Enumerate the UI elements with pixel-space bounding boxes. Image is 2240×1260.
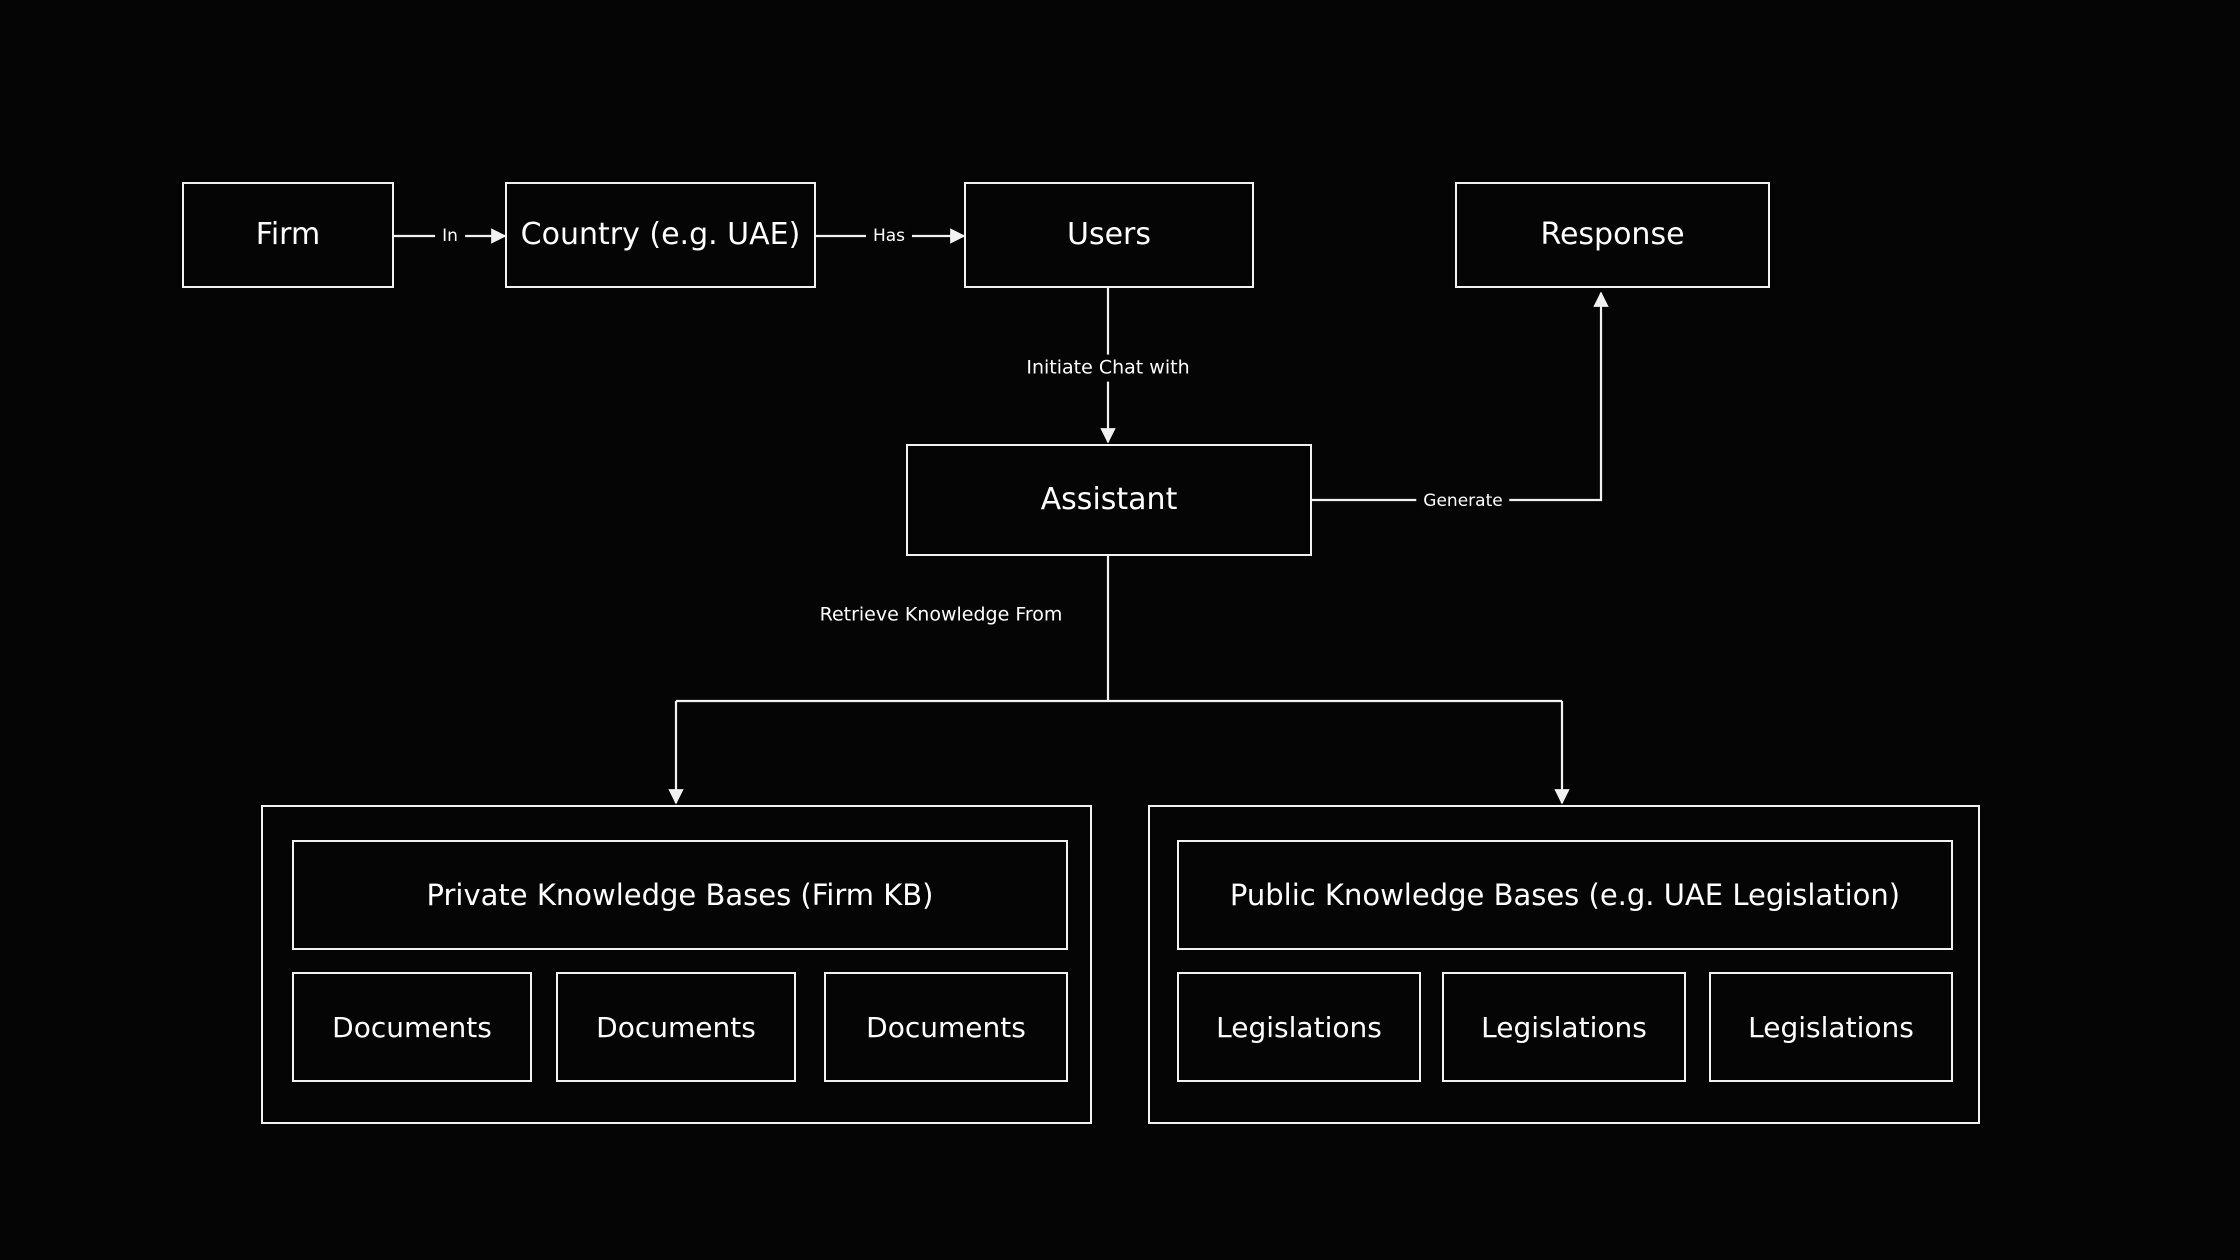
edge-label-retrieve-knowledge-from: Retrieve Knowledge From bbox=[812, 601, 1070, 629]
node-private-kb-item-0[interactable]: Documents bbox=[292, 972, 532, 1082]
node-private-kb-item-1-label: Documents bbox=[596, 1010, 756, 1044]
node-public-kb-item-1[interactable]: Legislations bbox=[1442, 972, 1686, 1082]
edge-label-generate: Generate bbox=[1416, 488, 1510, 514]
edge-label-has: Has bbox=[865, 223, 913, 249]
edge-label-has-text: Has bbox=[872, 225, 906, 246]
edge-label-generate-text: Generate bbox=[1423, 490, 1503, 511]
edge-label-initiate-chat-with-text: Initiate Chat with bbox=[1026, 356, 1190, 379]
node-public-kb-item-0-label: Legislations bbox=[1216, 1010, 1382, 1044]
edge-label-in: In bbox=[435, 223, 465, 249]
node-assistant-label: Assistant bbox=[1040, 481, 1178, 517]
node-private-kb-item-2-label: Documents bbox=[866, 1010, 1026, 1044]
node-public-kb-item-1-label: Legislations bbox=[1481, 1010, 1647, 1044]
node-country[interactable]: Country (e.g. UAE) bbox=[505, 182, 816, 288]
node-public-kb-header-label: Public Knowledge Bases (e.g. UAE Legisla… bbox=[1229, 878, 1901, 912]
node-country-label: Country (e.g. UAE) bbox=[520, 216, 801, 252]
node-public-kb-item-2-label: Legislations bbox=[1748, 1010, 1914, 1044]
node-private-kb-header-label: Private Knowledge Bases (Firm KB) bbox=[426, 878, 934, 912]
edge-label-in-text: In bbox=[442, 225, 458, 246]
node-private-kb-item-1[interactable]: Documents bbox=[556, 972, 796, 1082]
node-private-kb-item-0-label: Documents bbox=[332, 1010, 492, 1044]
edge-assistant-to-response bbox=[1312, 291, 1609, 502]
node-private-kb-header[interactable]: Private Knowledge Bases (Firm KB) bbox=[292, 840, 1068, 950]
edge-label-retrieve-knowledge-from-text: Retrieve Knowledge From bbox=[819, 603, 1063, 626]
node-response[interactable]: Response bbox=[1455, 182, 1770, 288]
node-users-label: Users bbox=[1066, 216, 1151, 252]
node-public-kb-item-0[interactable]: Legislations bbox=[1177, 972, 1421, 1082]
node-firm[interactable]: Firm bbox=[182, 182, 394, 288]
node-private-kb-item-2[interactable]: Documents bbox=[824, 972, 1068, 1082]
node-assistant[interactable]: Assistant bbox=[906, 444, 1312, 556]
node-public-kb-header[interactable]: Public Knowledge Bases (e.g. UAE Legisla… bbox=[1177, 840, 1953, 950]
node-firm-label: Firm bbox=[255, 216, 321, 252]
node-response-label: Response bbox=[1540, 216, 1685, 252]
node-users[interactable]: Users bbox=[964, 182, 1254, 288]
edge-label-initiate-chat-with: Initiate Chat with bbox=[1019, 354, 1197, 382]
node-public-kb-item-2[interactable]: Legislations bbox=[1709, 972, 1953, 1082]
